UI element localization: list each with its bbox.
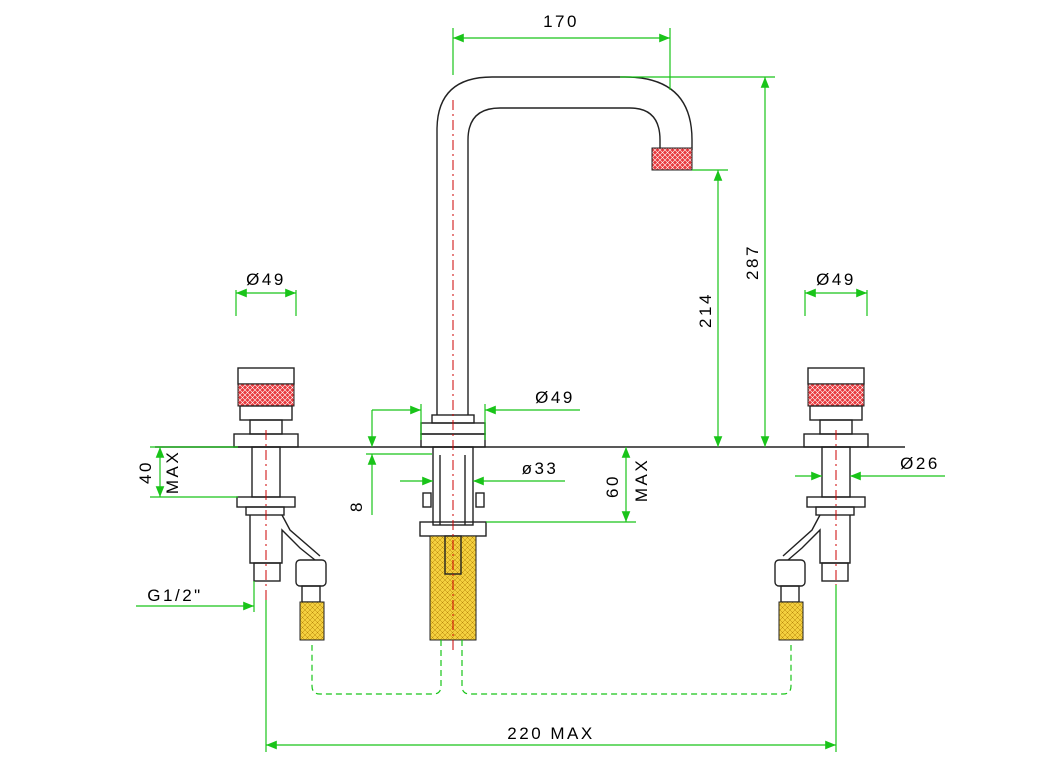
dim-40-max-label: MAX (163, 450, 182, 494)
dim-8: 8 (347, 410, 432, 515)
dim-214-label: 214 (696, 292, 715, 328)
left-handle (233, 367, 327, 690)
left-hose (299, 601, 325, 641)
dim-shank-26: Ø26 (795, 454, 945, 481)
dim-left-handle-diameter-label: Ø49 (246, 270, 286, 289)
dim-8-label: 8 (347, 500, 366, 512)
dim-60-max: 60 MAX (486, 447, 651, 523)
dim-214: 214 (692, 169, 728, 447)
dim-40-max: 40 MAX (136, 446, 238, 498)
dim-spout-base-diameter-label: Ø49 (535, 388, 575, 407)
dim-right-handle-diameter: Ø49 (804, 270, 868, 316)
dim-shank-33: ø33 (400, 459, 565, 486)
dim-shank-26-label: Ø26 (900, 454, 940, 473)
dim-60-max-label: MAX (632, 458, 651, 502)
hose-route-right (461, 640, 792, 695)
left-handle-knurl (237, 383, 295, 407)
dim-220-max: 220 MAX (265, 585, 837, 752)
dim-287: 287 (620, 76, 775, 447)
hose-route-left (311, 640, 442, 695)
dim-170-label: 170 (543, 12, 579, 31)
dim-220-label: 220 MAX (507, 724, 594, 743)
spout (419, 76, 693, 650)
right-handle-knurl (807, 383, 865, 407)
dim-right-handle-diameter-label: Ø49 (816, 270, 856, 289)
dim-left-handle-diameter: Ø49 (235, 270, 297, 316)
right-hose (778, 601, 804, 641)
dim-40-label: 40 (136, 460, 155, 484)
dim-spout-base-diameter: Ø49 (372, 388, 580, 440)
dim-170: 170 (452, 12, 671, 90)
dim-thread: G1/2" (136, 581, 255, 612)
dim-shank-33-label: ø33 (522, 459, 559, 478)
aerator-knurl (651, 147, 693, 171)
dim-60-label: 60 (603, 474, 622, 498)
dim-287-label: 287 (743, 244, 762, 280)
dim-thread-label: G1/2" (147, 586, 202, 605)
right-handle (774, 367, 869, 690)
